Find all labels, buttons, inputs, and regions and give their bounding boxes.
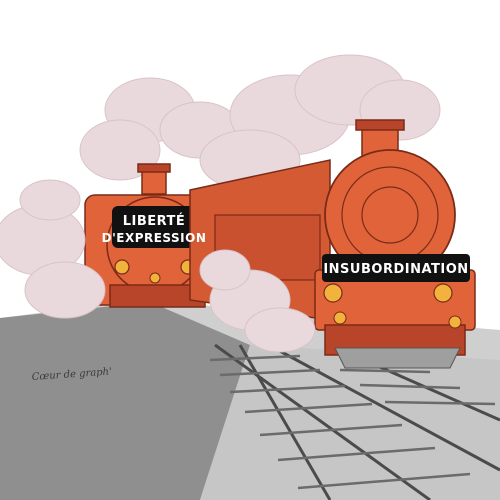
smoke-back: [79, 54, 441, 191]
left-plate-line1: LIBERTÉ: [123, 213, 186, 229]
right-plate: INSUBORDINATION: [323, 262, 468, 277]
sleepers: [209, 354, 496, 490]
smoke-front: [0, 179, 316, 353]
rails: [214, 341, 500, 500]
left-plate-line2: D'EXPRESSION: [102, 231, 207, 245]
left-locomotive: [84, 163, 206, 308]
right-locomotive: [189, 119, 476, 369]
